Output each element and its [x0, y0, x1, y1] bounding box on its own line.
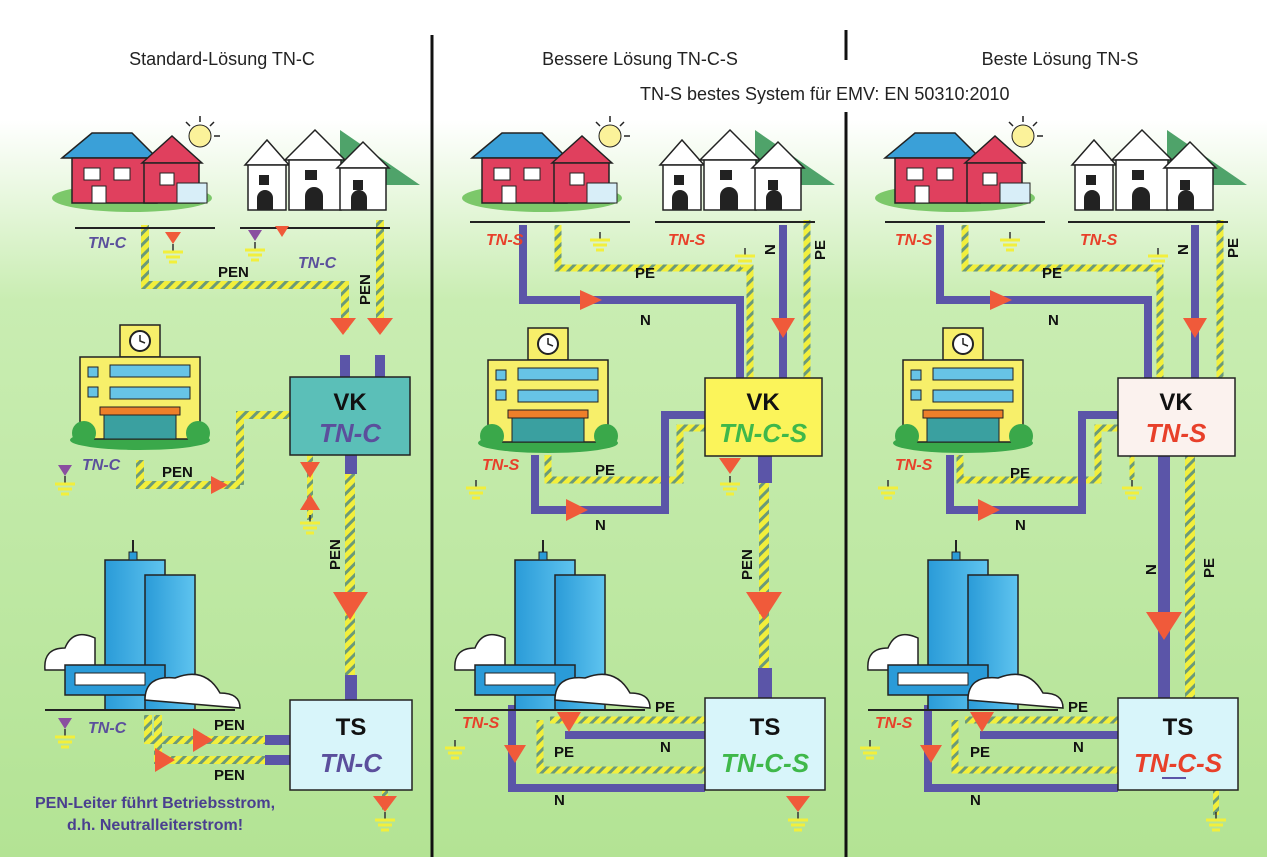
note-line-1: PEN-Leiter führt Betriebsstrom, — [35, 795, 275, 812]
house-b-system: TN-S — [668, 232, 706, 249]
pe-label-school: PE — [1010, 465, 1030, 482]
emv-subtitle: TN-S bestes System für EMV: EN 50310:201… — [640, 84, 1010, 104]
panel-title-tn-s: Beste Lösung TN-S — [982, 49, 1139, 69]
house-a-system: TN-S — [486, 232, 524, 249]
n-label-ts-1: N — [1073, 739, 1084, 756]
n-label-school: N — [595, 517, 606, 534]
school-system: TN-C — [82, 457, 121, 474]
n-label-ts-1: N — [660, 739, 671, 756]
pen-label-school: PEN — [162, 464, 193, 481]
tower-system: TN-S — [875, 715, 913, 732]
house-b-system: TN-C — [298, 255, 337, 272]
panel-title-tn-c: Standard-Lösung TN-C — [129, 49, 315, 69]
vk-title: VK — [746, 389, 780, 416]
vk-system: TN-C-S — [719, 418, 808, 448]
pen-label-ts-1: PEN — [214, 717, 245, 734]
pen-label-top: PEN — [218, 264, 249, 281]
pe-label-top: PE — [635, 265, 655, 282]
tower-system: TN-C — [88, 720, 127, 737]
ts-title: TS — [750, 714, 781, 741]
n-label-ts-2: N — [554, 792, 565, 809]
n-label-trunk: N — [1143, 564, 1160, 575]
pen-label-trunk: PEN — [739, 549, 756, 580]
pe-label-house: PE — [812, 240, 829, 260]
pe-label-trunk: PE — [1201, 558, 1218, 578]
vk-system: TN-C — [319, 418, 382, 448]
n-label-house: N — [1175, 244, 1192, 255]
house-a-system: TN-S — [895, 232, 933, 249]
house-a-system: TN-C — [88, 235, 127, 252]
panel-title-tn-c-s: Bessere Lösung TN-C-S — [542, 49, 738, 69]
panel-tn-c: TN-C TN-C TN-C TN-C PEN PEN PEN PEN PEN … — [35, 115, 421, 834]
pe-label-ts-1: PE — [1068, 699, 1088, 716]
ts-box-tn-c — [289, 699, 413, 791]
vk-system: TN-S — [1146, 418, 1207, 448]
pe-label-top: PE — [1042, 265, 1062, 282]
ts-title: TS — [336, 714, 367, 741]
note-line-2: d.h. Neutralleiterstrom! — [67, 817, 243, 834]
vk-box-tn-c — [289, 376, 411, 456]
panel-tn-s: TN-S TN-S TN-S TN-S PE N N PE PE N N PE … — [858, 115, 1248, 832]
pe-label-ts-2: PE — [554, 744, 574, 761]
pe-label-ts-1: PE — [655, 699, 675, 716]
pe-label-school: PE — [595, 462, 615, 479]
ts-box-tn-c-s — [704, 697, 826, 791]
vk-box-tn-c-s — [704, 377, 823, 457]
pen-label-vertical: PEN — [357, 274, 374, 305]
n-label-top: N — [1048, 312, 1059, 329]
ts-box-tn-s — [1117, 697, 1239, 791]
house-b-system: TN-S — [1080, 232, 1118, 249]
n-label-school: N — [1015, 517, 1026, 534]
vk-title: VK — [1159, 389, 1193, 416]
pen-label-ts-2: PEN — [214, 767, 245, 784]
school-system: TN-S — [895, 457, 933, 474]
ts-system: TN-C-S — [1134, 748, 1223, 778]
pen-label-trunk: PEN — [327, 539, 344, 570]
panel-tn-c-s: TN-S TN-S TN-S TN-S PE N N PE PE N PEN P… — [443, 115, 836, 832]
pe-label-house: PE — [1225, 238, 1242, 258]
ts-title: TS — [1163, 714, 1194, 741]
n-label-house: N — [762, 244, 779, 255]
school-system: TN-S — [482, 457, 520, 474]
vk-box-tn-s — [1117, 377, 1236, 457]
n-label-top: N — [640, 312, 651, 329]
vk-title: VK — [333, 389, 367, 416]
ts-system: TN-C — [320, 748, 383, 778]
tower-system: TN-S — [462, 715, 500, 732]
pe-label-ts-2: PE — [970, 744, 990, 761]
n-label-ts-2: N — [970, 792, 981, 809]
ts-system: TN-C-S — [721, 748, 810, 778]
